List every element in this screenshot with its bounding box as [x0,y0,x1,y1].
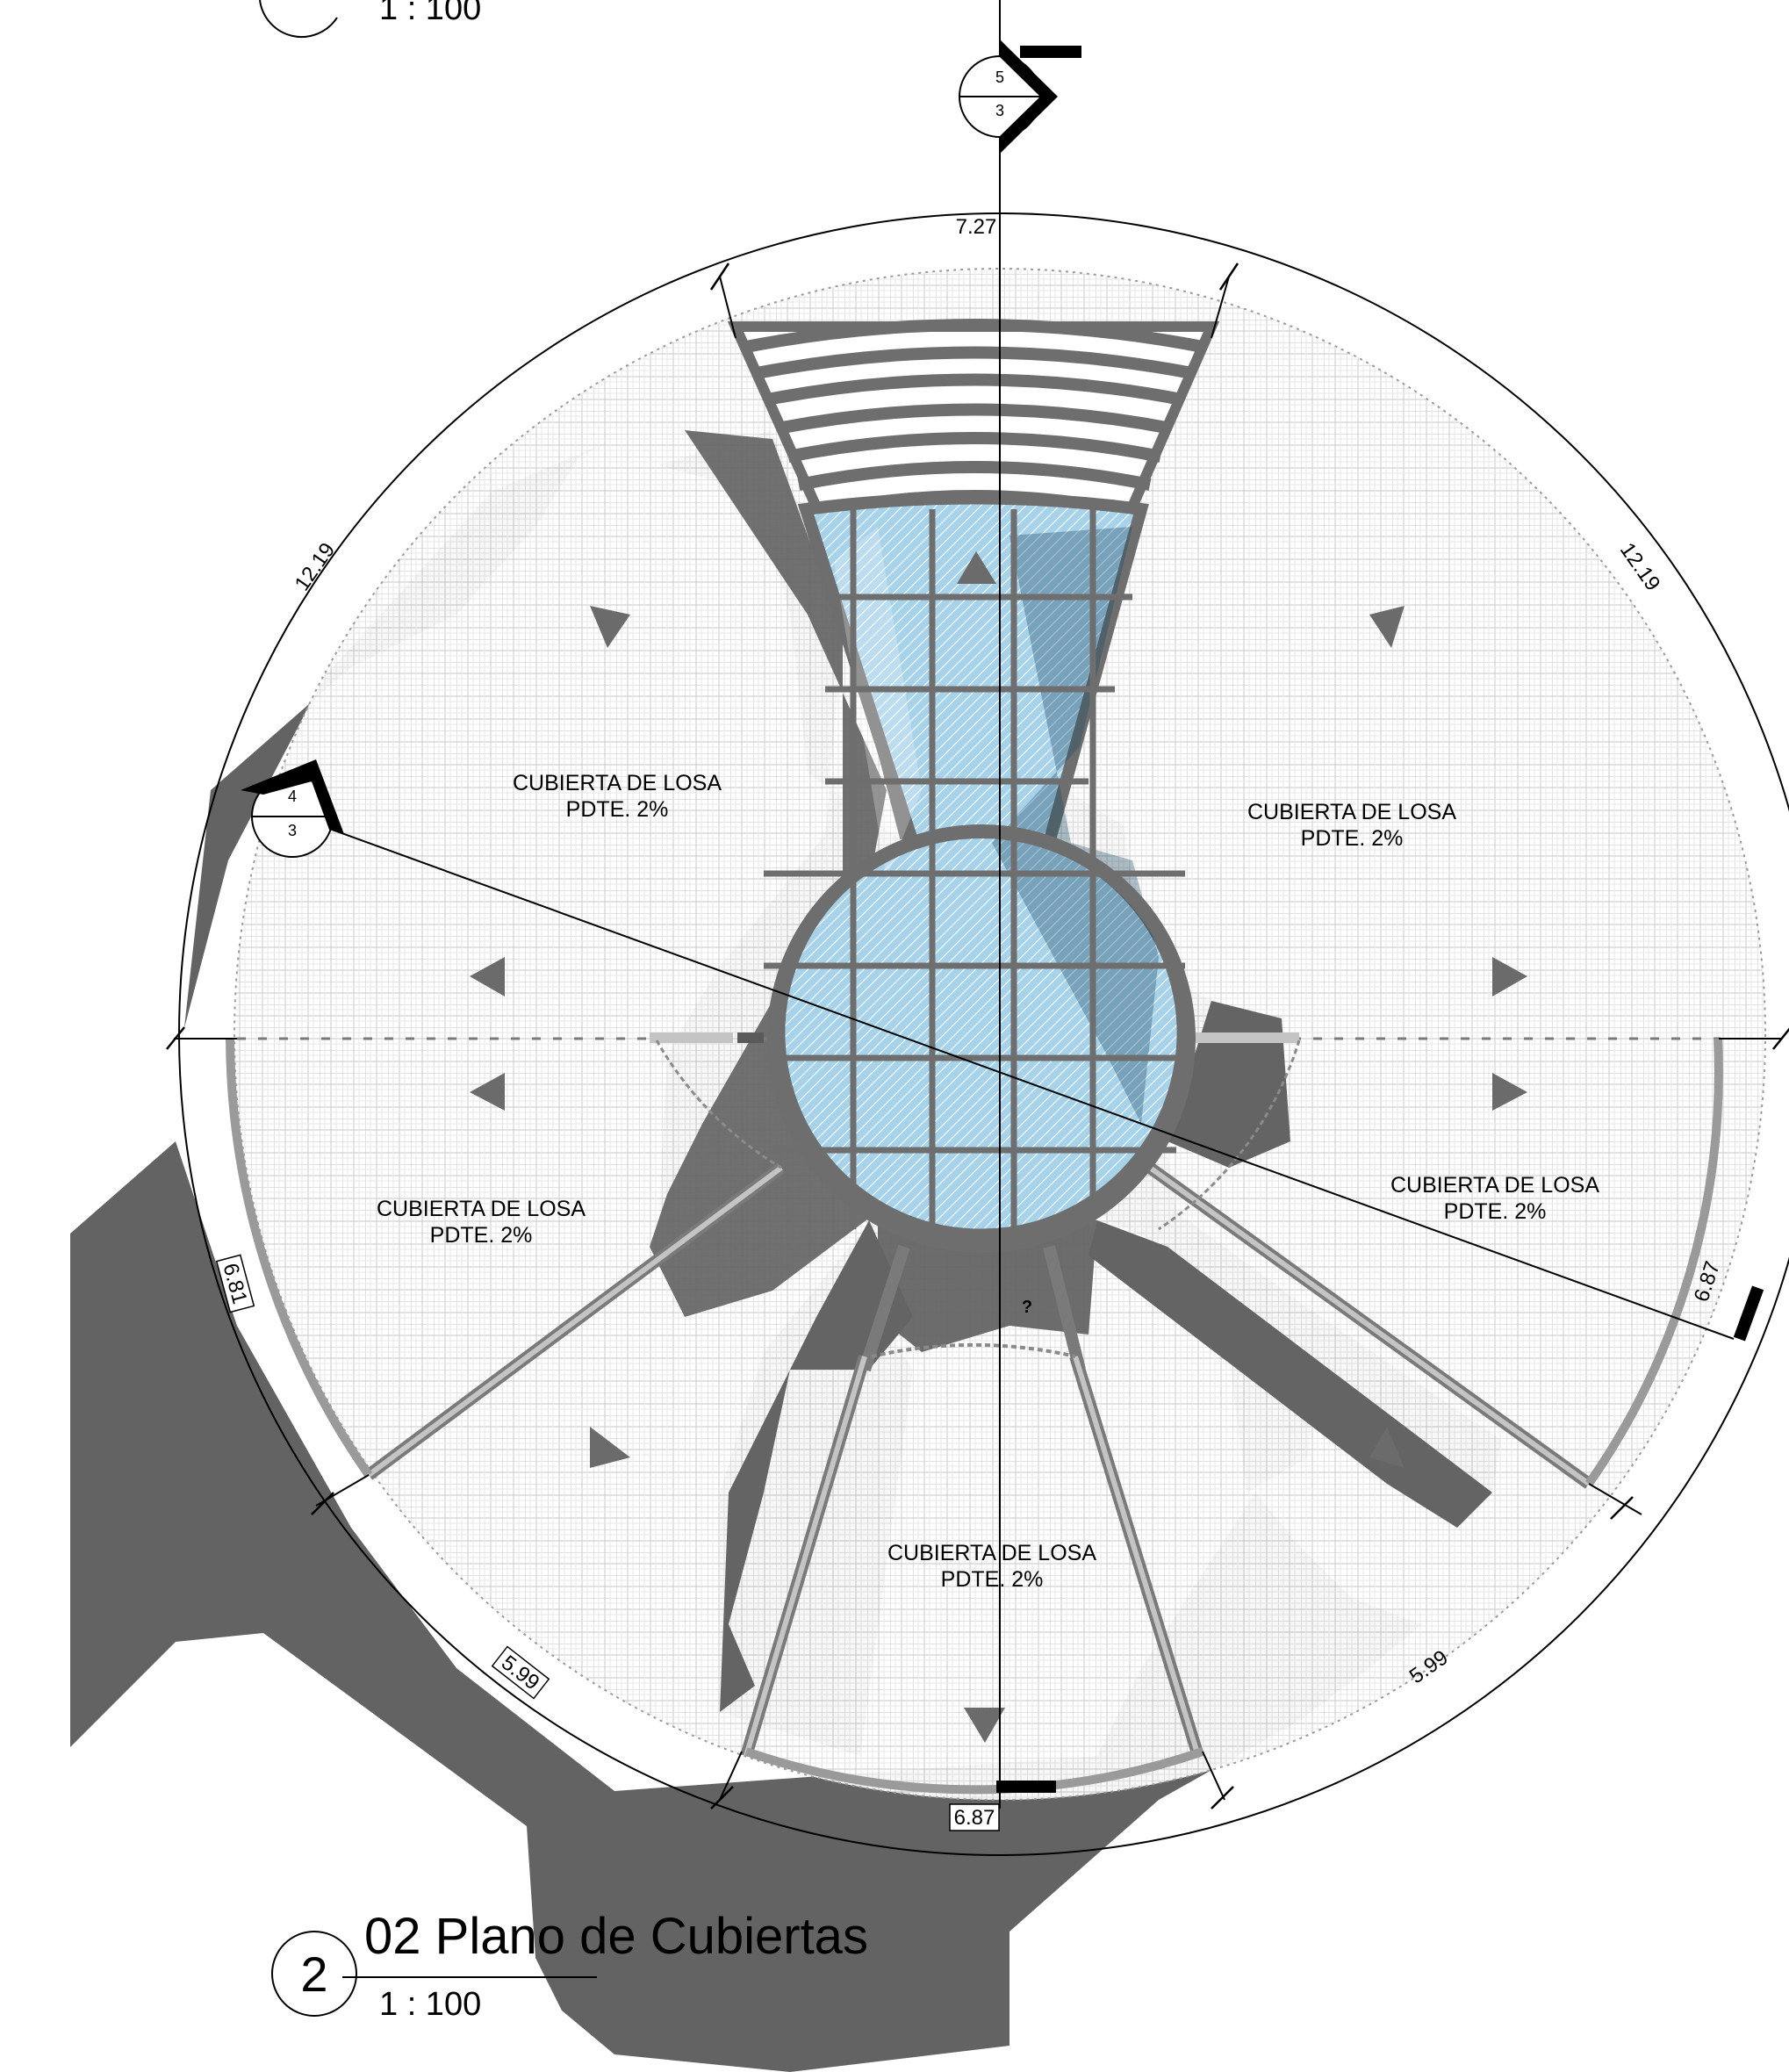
room-label-line2: PDTE. 2% [941,1567,1044,1592]
title-block: 2 02 Plano de Cubiertas 1 : 100 [271,1908,868,2023]
dimension-ring [166,212,1789,1856]
room-label: CUBIERTA DE LOSA PDTE. 2% [1247,800,1456,851]
room-label: CUBIERTA DE LOSA PDTE. 2% [513,771,722,822]
room-label-line2: PDTE. 2% [430,1223,533,1248]
room-label: CUBIERTA DE LOSA PDTE. 2% [377,1197,586,1248]
section-top-sheet: 3 [995,102,1004,119]
slope-arrows [470,551,1527,1743]
room-labels: CUBIERTA DE LOSA PDTE. 2% CUBIERTA DE LO… [377,771,1599,1592]
sector-walls-light [367,1165,1591,1757]
unknown-mark: ? [1022,1298,1032,1317]
section-left-sheet: 3 [288,822,297,839]
previous-scale-label: 1 : 100 [379,0,481,27]
section-left-number: 4 [288,788,297,805]
dim-lower-left-box: 5.99 [491,1645,550,1700]
skylight [764,492,1196,1253]
horizontal-parapet [237,1032,1721,1043]
room-label-line1: CUBIERTA DE LOSA [513,771,722,795]
drawing-title: 02 Plano de Cubiertas [364,1908,868,1965]
black-markers [996,1285,1764,1793]
room-label-line1: CUBIERTA DE LOSA [1390,1173,1599,1198]
dim-top: 7.27 [956,215,997,239]
room-label-line2: PDTE. 2% [1301,826,1404,851]
room-label-line1: CUBIERTA DE LOSA [887,1541,1096,1565]
dim-bottom: 6.87 [954,1806,995,1830]
room-label-line1: CUBIERTA DE LOSA [377,1197,586,1221]
room-label: CUBIERTA DE LOSA PDTE. 2% [887,1541,1096,1592]
drawing-scale: 1 : 100 [379,1986,481,2023]
view-number: 2 [300,1946,327,2002]
dim-upper-left: 12.19 [291,538,341,595]
section-marker-top: 5 3 [959,40,1081,154]
room-label-line1: CUBIERTA DE LOSA [1247,800,1456,824]
room-label-line2: PDTE. 2% [566,797,669,822]
outer-parapet [226,1038,1723,1795]
previous-view-tag: 1 : 100 [259,0,481,38]
section-top-number: 5 [995,68,1004,86]
section-marker-left: 4 3 [241,759,344,858]
dim-bottom-box: 6.87 [949,1803,1000,1831]
room-label: CUBIERTA DE LOSA PDTE. 2% [1390,1173,1599,1224]
dim-upper-right: 12.19 [1615,538,1665,595]
section-lines [324,0,1735,1809]
room-label-line2: PDTE. 2% [1444,1199,1547,1224]
